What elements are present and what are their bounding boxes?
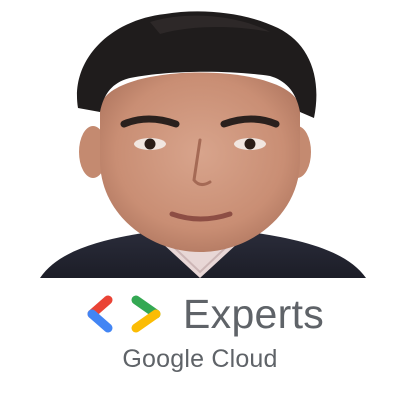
- google-cloud-wordmark: Google Cloud: [122, 345, 278, 373]
- experts-badge: Experts Google Cloud: [0, 280, 400, 380]
- portrait-photo: [40, 11, 366, 278]
- developer-experts-logo-icon: [87, 295, 161, 333]
- experts-wordmark: Experts: [183, 291, 325, 337]
